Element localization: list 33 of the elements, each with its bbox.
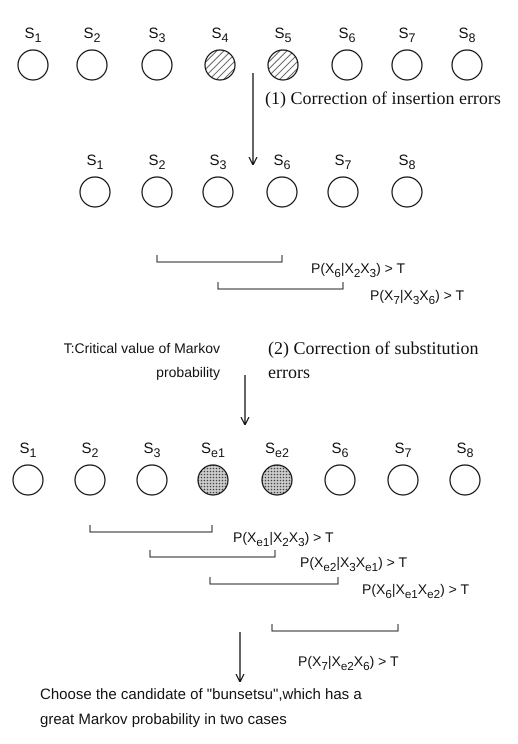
- state-label: S$_{7}$: [334, 152, 352, 174]
- formula-text: P(X$_{7}$|X$_{3}$X$_{6}$) > T: [370, 286, 464, 309]
- arrow: [235, 632, 245, 683]
- state-label: S$_{8}$: [398, 152, 416, 174]
- state-label: S$_{4}$: [210, 25, 230, 47]
- state-label: S$_{6}$: [338, 25, 356, 47]
- formula-text: P(X$_{7}$|X$_{e2}$X$_{6}$) > T: [298, 652, 399, 675]
- state-label: S$_{6}$: [272, 152, 292, 174]
- state-label: S$_{3}$: [208, 152, 228, 174]
- state-label: S$_{3}$: [142, 440, 162, 462]
- formula-text: P(X$_{6}$|X$_{2}$X$_{3}$) > T: [311, 259, 406, 282]
- state-label: S$_{e2}$: [264, 440, 290, 462]
- state-label: S$_{1}$: [86, 152, 104, 174]
- state-label: S$_{7}$: [398, 25, 416, 47]
- state-label: S$_{2}$: [82, 25, 102, 47]
- step-text: (1) Correction of insertion errors: [265, 87, 502, 110]
- step-text: (2) Correction of substitution errors: [268, 337, 480, 384]
- state-label: S$_{5}$: [274, 25, 292, 47]
- state-label: S$_{3}$: [148, 25, 166, 47]
- note-text: T:Critical value of Markov probability: [62, 339, 220, 382]
- state-label: S$_{e1}$: [200, 440, 226, 462]
- formula-text: P(X$_{6}$|X$_{e1}$X$_{e2}$) > T: [362, 580, 470, 603]
- state-label: S$_{2}$: [148, 152, 166, 174]
- state-label: S$_{1}$: [18, 440, 38, 462]
- state-label: S$_{2}$: [80, 440, 100, 462]
- result-text: Choose the candidate of "bunsetsu",which has a great Markov probability in two cases: [40, 685, 363, 730]
- formula-text: P(X$_{e2}$|X$_{3}$X$_{e1}$) > T: [300, 553, 408, 576]
- state-label: S$_{7}$: [394, 440, 412, 462]
- formula-text: P(X$_{e1}$|X$_{2}$X$_{3}$) > T: [233, 528, 334, 551]
- state-label: S$_{6}$: [330, 440, 350, 462]
- state-label: S$_{1}$: [24, 25, 42, 47]
- state-label: S$_{8}$: [456, 440, 474, 462]
- state-label: S$_{8}$: [458, 25, 476, 47]
